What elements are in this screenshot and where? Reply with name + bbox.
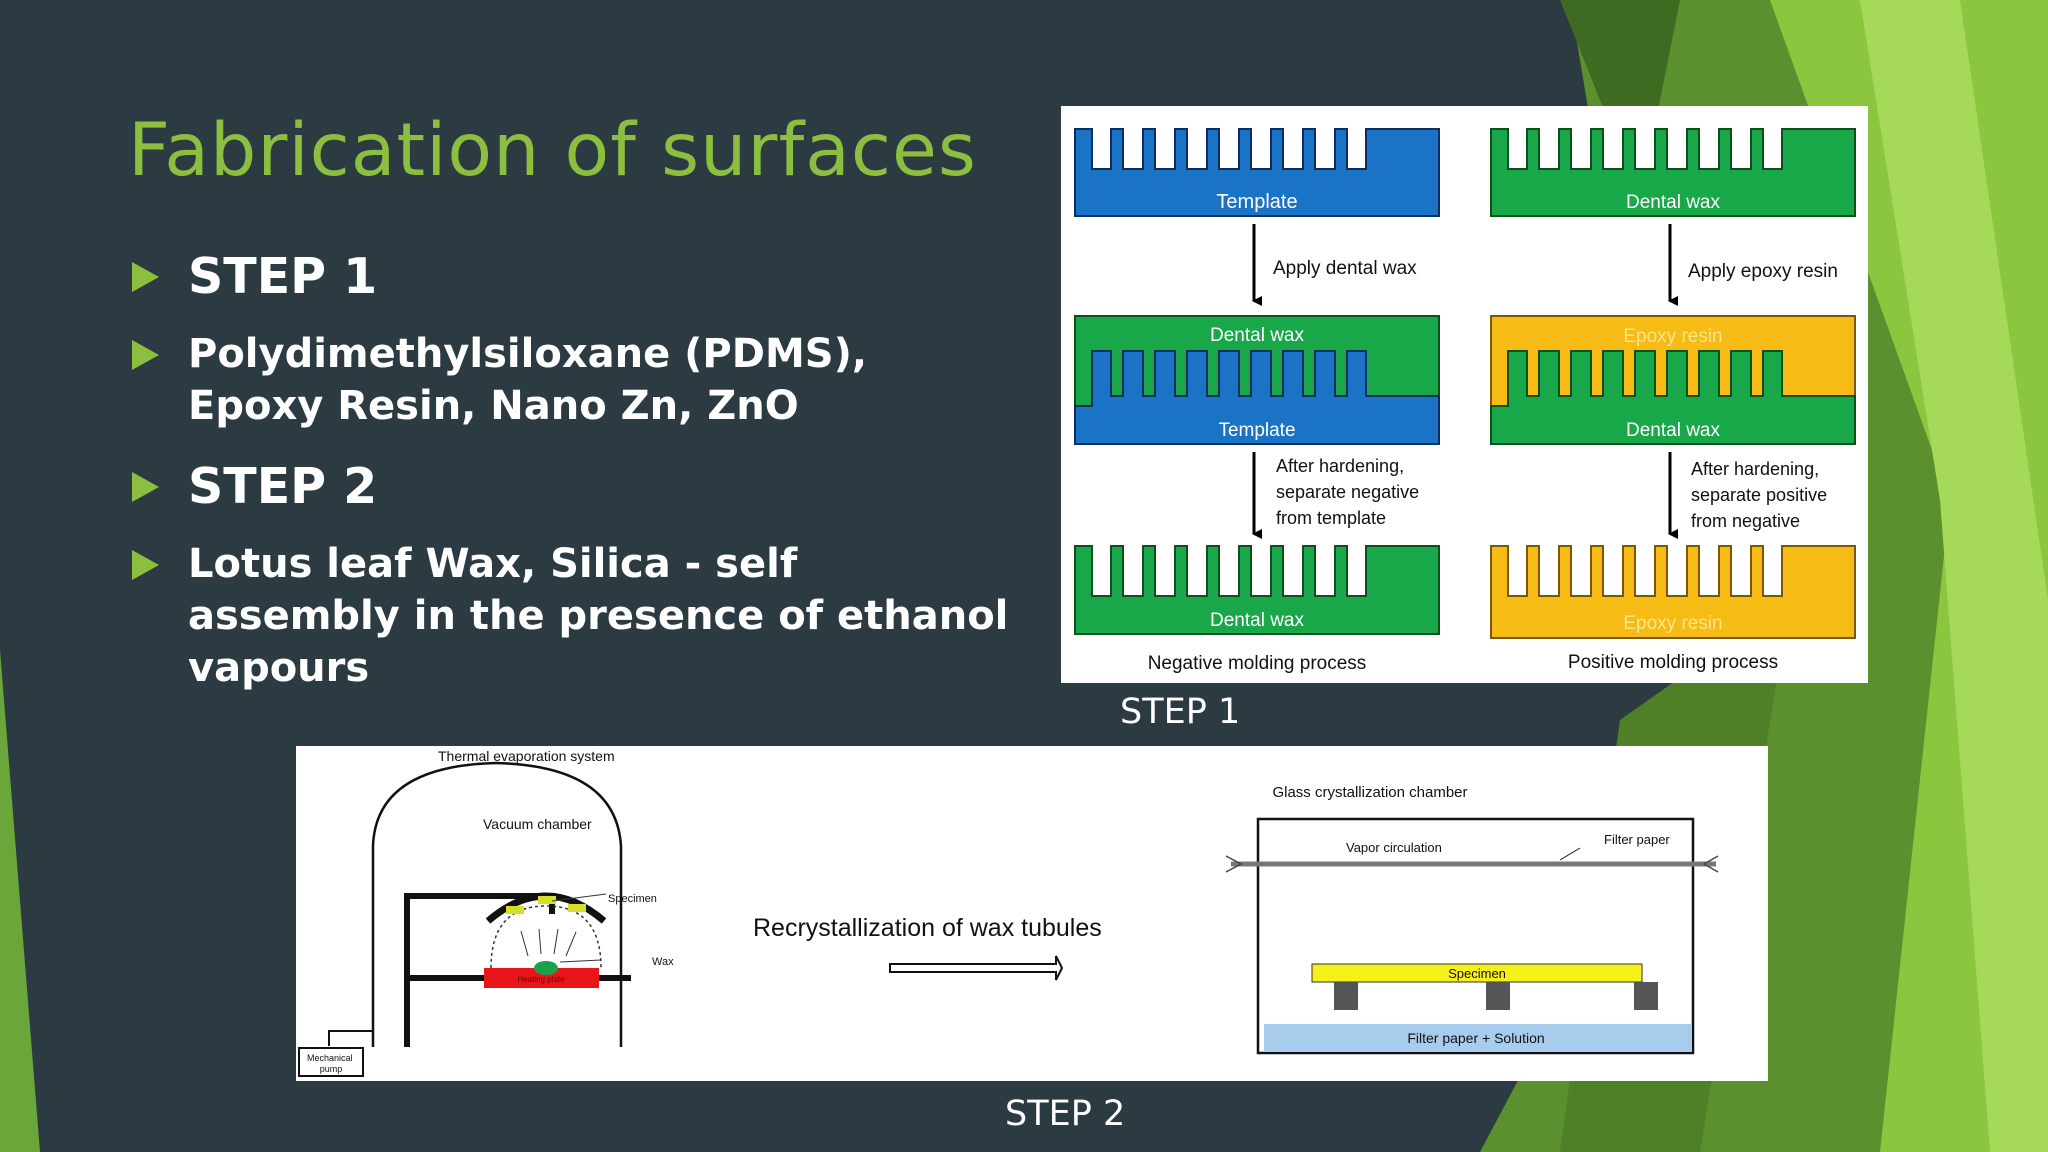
wax-source (534, 961, 558, 975)
template-label: Template (1216, 191, 1297, 213)
crystallization-chamber (1256, 817, 1695, 1055)
bullet-step1: STEP 1 (130, 248, 1010, 306)
process-label: Recrystallization of wax tubules (753, 914, 1102, 942)
dental-wax-label: Dental wax (1210, 610, 1304, 631)
slide-title: Fabrication of surfaces (128, 108, 977, 193)
process-label: Positive molding process (1568, 652, 1778, 673)
template-label: Template (1218, 420, 1295, 441)
specimen-label: Specimen (1448, 966, 1506, 981)
dental-wax-on-template: Dental wax Template (1074, 315, 1440, 445)
epoxy-positive: Epoxy resin (1490, 545, 1856, 639)
right-arrow-icon (889, 955, 1064, 981)
wax-label: Wax (652, 956, 674, 968)
bullet-text: STEP 1 (188, 248, 378, 305)
specimen-label: Specimen (608, 893, 657, 905)
pump-label: Mechanical pump (307, 1053, 355, 1074)
evaporation-diagram: Thermal evaporation system Vacuum chambe… (296, 746, 1768, 1081)
bullet-text: Polydimethylsiloxane (PDMS), Epoxy Resin… (188, 331, 868, 429)
mechanical-pump (298, 1047, 364, 1077)
solution-label: Filter paper + Solution (1407, 1030, 1544, 1046)
vapor-label: Vapor circulation (1346, 840, 1442, 855)
dental-wax-block: Dental wax (1490, 128, 1856, 217)
epoxy-label: Epoxy resin (1623, 326, 1722, 347)
step-label: After hardening, separate negative from … (1276, 456, 1424, 528)
step-label: After hardening, separate positive from … (1691, 459, 1832, 531)
heating-plate (484, 968, 599, 988)
vacuum-chamber-label: Vacuum chamber (483, 816, 592, 832)
bullet-step2-materials: Lotus leaf Wax, Silica - self assembly i… (130, 538, 1010, 694)
bullet-step1-materials: Polydimethylsiloxane (PDMS), Epoxy Resin… (130, 328, 1010, 432)
step-label: Apply epoxy resin (1688, 261, 1838, 282)
filter-paper-solution (1264, 1024, 1692, 1052)
dental-wax-label: Dental wax (1626, 420, 1720, 441)
molding-diagram: Template Apply dental wax Dental wax Tem… (1061, 106, 1868, 683)
specimen-plate (1311, 963, 1643, 983)
system-title: Thermal evaporation system (438, 748, 615, 764)
bullet-text: Lotus leaf Wax, Silica - self assembly i… (188, 541, 1009, 691)
bullet-step2: STEP 2 (130, 458, 1010, 516)
dental-wax-label: Dental wax (1210, 325, 1304, 346)
bullet-text: STEP 2 (188, 458, 378, 515)
dental-wax-label: Dental wax (1626, 192, 1720, 213)
epoxy-on-dental-wax: Epoxy resin Dental wax (1490, 315, 1856, 445)
bullet-list: STEP 1 Polydimethylsiloxane (PDMS), Epox… (130, 248, 1010, 720)
caption-step2: STEP 2 (1005, 1094, 1126, 1134)
bullet-arrow-icon (132, 550, 159, 580)
filter-paper-label: Filter paper (1604, 832, 1670, 847)
caption-step1: STEP 1 (1120, 692, 1241, 732)
bullet-arrow-icon (132, 472, 159, 502)
bullet-arrow-icon (132, 340, 159, 370)
epoxy-label: Epoxy resin (1623, 613, 1722, 634)
step-label: Apply dental wax (1273, 258, 1417, 279)
dental-wax-negative: Dental wax (1074, 545, 1440, 635)
heating-plate-label: Heating plate (517, 975, 565, 984)
bullet-arrow-icon (132, 262, 159, 292)
template-block: Template (1074, 128, 1440, 217)
vacuum-chamber-outline (371, 761, 623, 1047)
process-label: Negative molding process (1148, 653, 1367, 674)
chamber-title: Glass crystallization chamber (1272, 784, 1467, 801)
